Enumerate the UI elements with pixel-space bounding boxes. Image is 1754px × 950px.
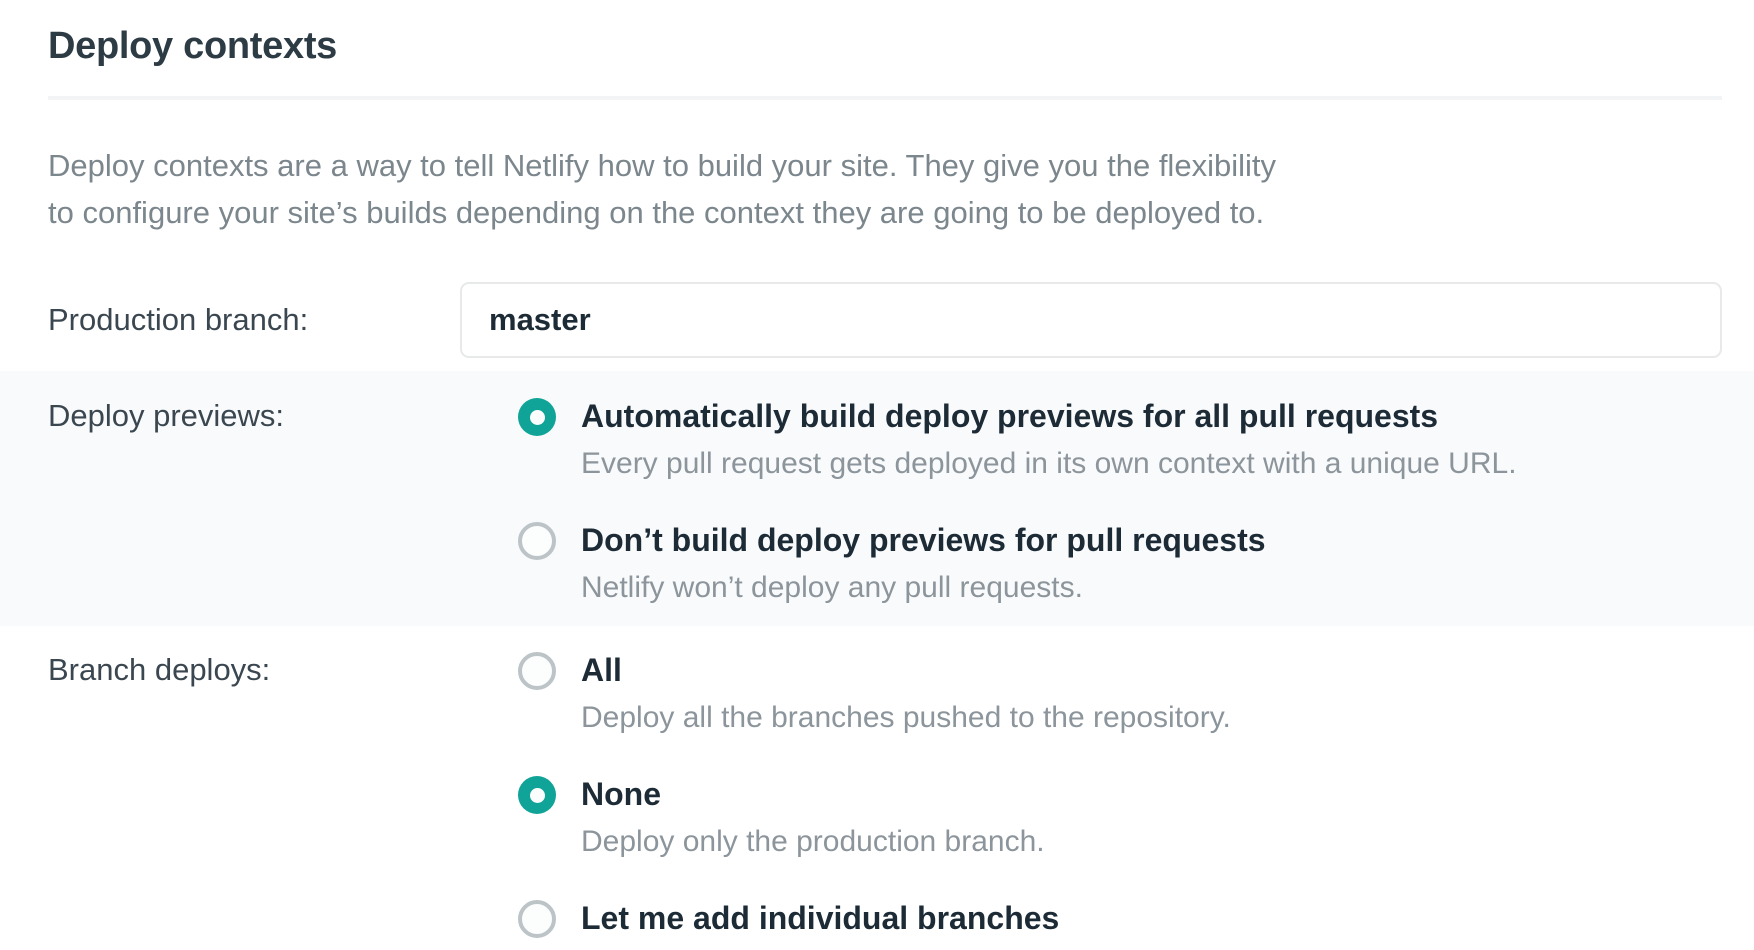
production-branch-input[interactable] xyxy=(460,282,1722,358)
option-description: Deploy all the branches pushed to the re… xyxy=(581,701,1231,734)
branch-deploys-row: Branch deploys: All Deploy all the branc… xyxy=(0,626,1754,946)
production-branch-row: Production branch: xyxy=(0,282,1754,358)
radio-selected-icon[interactable] xyxy=(518,398,556,436)
option-text: All Deploy all the branches pushed to th… xyxy=(581,650,1231,738)
option-text: None Deploy only the production branch. xyxy=(581,774,1045,862)
deploy-contexts-page: Deploy contexts Deploy contexts are a wa… xyxy=(0,24,1754,950)
option-label: Don’t build deploy previews for pull req… xyxy=(581,522,1266,558)
deploy-previews-row: Deploy previews: Automatically build dep… xyxy=(0,371,1754,626)
deploy-previews-label: Deploy previews: xyxy=(48,398,285,433)
option-text: Automatically build deploy previews for … xyxy=(581,396,1517,484)
branch-deploys-label: Branch deploys: xyxy=(48,652,271,687)
option-description: Every pull request gets deployed in its … xyxy=(581,447,1517,480)
production-branch-control xyxy=(460,282,1722,358)
radio-unselected-icon[interactable] xyxy=(518,522,556,560)
option-label: Let me add individual branches xyxy=(581,900,1060,936)
production-branch-label: Production branch: xyxy=(48,302,309,337)
radio-option-branch-deploys-all[interactable]: All Deploy all the branches pushed to th… xyxy=(460,650,1722,738)
radio-option-dont-build-previews[interactable]: Don’t build deploy previews for pull req… xyxy=(460,520,1722,608)
deploy-previews-options: Automatically build deploy previews for … xyxy=(460,396,1722,608)
option-description: Deploy only the production branch. xyxy=(581,825,1045,858)
section-description: Deploy contexts are a way to tell Netlif… xyxy=(48,148,1276,230)
option-label: All xyxy=(581,652,622,688)
radio-unselected-icon[interactable] xyxy=(518,900,556,938)
radio-option-branch-deploys-none[interactable]: None Deploy only the production branch. xyxy=(460,774,1722,862)
radio-unselected-icon[interactable] xyxy=(518,652,556,690)
option-text: Don’t build deploy previews for pull req… xyxy=(581,520,1266,608)
radio-option-branch-deploys-individual[interactable]: Let me add individual branches xyxy=(460,898,1722,946)
option-label: None xyxy=(581,776,661,812)
option-label: Automatically build deploy previews for … xyxy=(581,398,1439,434)
deploy-contexts-form: Production branch: Deploy previews: Auto… xyxy=(0,282,1754,946)
divider xyxy=(48,96,1722,100)
radio-selected-icon[interactable] xyxy=(518,776,556,814)
option-text: Let me add individual branches xyxy=(581,898,1059,946)
radio-option-auto-build-previews[interactable]: Automatically build deploy previews for … xyxy=(460,396,1722,484)
page-title: Deploy contexts xyxy=(48,25,338,67)
branch-deploys-options: All Deploy all the branches pushed to th… xyxy=(460,650,1722,946)
option-description: Netlify won’t deploy any pull requests. xyxy=(581,571,1083,604)
